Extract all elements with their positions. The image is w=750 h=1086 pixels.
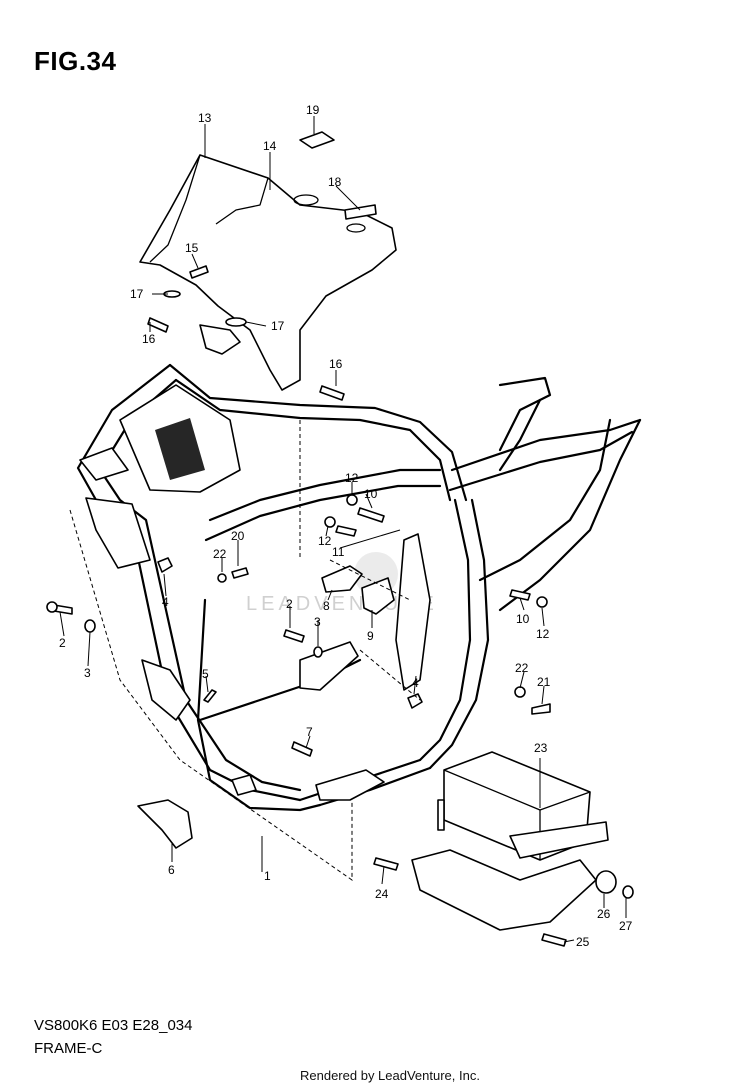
callout-27: 27 bbox=[619, 919, 633, 933]
bracket-8 bbox=[321, 565, 363, 593]
callout-2-left: 2 bbox=[59, 636, 66, 650]
callout-8: 8 bbox=[323, 599, 330, 613]
callout-17-left: 17 bbox=[130, 287, 144, 301]
callout-4-left: 4 bbox=[162, 595, 169, 609]
callout-9: 9 bbox=[367, 629, 374, 643]
battery-case bbox=[411, 751, 609, 931]
side-bracket-6 bbox=[137, 799, 193, 849]
callout-13: 13 bbox=[198, 111, 212, 125]
callout-12-right: 12 bbox=[536, 627, 550, 641]
callout-7: 7 bbox=[306, 725, 313, 739]
callout-5: 5 bbox=[202, 667, 209, 681]
callout-26: 26 bbox=[597, 907, 611, 921]
callout-23: 23 bbox=[534, 741, 548, 755]
callout-10-right: 10 bbox=[516, 612, 530, 626]
callout-3-mid: 3 bbox=[314, 615, 321, 629]
callout-16-right: 16 bbox=[329, 357, 343, 371]
callout-18: 18 bbox=[328, 175, 342, 189]
engine-bracket-11 bbox=[395, 533, 431, 691]
main-frame bbox=[76, 363, 642, 812]
callout-12-mid: 12 bbox=[318, 534, 332, 548]
section-name-label: FRAME-C bbox=[34, 1040, 103, 1057]
figure-title: FIG.34 bbox=[34, 46, 117, 76]
footer-credit: Rendered by LeadVenture, Inc. bbox=[300, 1068, 480, 1083]
callout-22-right: 22 bbox=[515, 661, 529, 675]
callout-3-left: 3 bbox=[84, 666, 91, 680]
callout-21: 21 bbox=[537, 675, 551, 689]
callout-2-mid: 2 bbox=[286, 597, 293, 611]
leader-lines bbox=[59, 116, 627, 943]
callout-4-mid: 4 bbox=[412, 676, 419, 690]
callout-17-right: 17 bbox=[271, 319, 285, 333]
callout-14: 14 bbox=[263, 139, 277, 153]
callout-20: 20 bbox=[231, 529, 245, 543]
callout-16-left: 16 bbox=[142, 332, 156, 346]
callout-15: 15 bbox=[185, 241, 199, 255]
callout-6: 6 bbox=[168, 863, 175, 877]
model-code-label: VS800K6 E03 E28_034 bbox=[34, 1017, 193, 1034]
callout-12-top: 12 bbox=[345, 471, 359, 485]
emblem-plate bbox=[299, 131, 335, 149]
callout-24: 24 bbox=[375, 887, 389, 901]
frame-cover bbox=[139, 154, 397, 391]
bracket-9 bbox=[361, 577, 395, 615]
callout-25: 25 bbox=[576, 935, 590, 949]
label-tag bbox=[344, 204, 377, 220]
callout-22-left: 22 bbox=[213, 547, 227, 561]
callout-10-upper: 10 bbox=[364, 487, 378, 501]
mount-plate bbox=[299, 641, 359, 691]
callout-labels: 1 2 2 3 3 4 4 5 6 7 8 9 10 10 11 12 12 1… bbox=[59, 103, 633, 949]
callout-1: 1 bbox=[264, 869, 271, 883]
callout-19: 19 bbox=[306, 103, 320, 117]
callout-11: 11 bbox=[332, 545, 345, 559]
